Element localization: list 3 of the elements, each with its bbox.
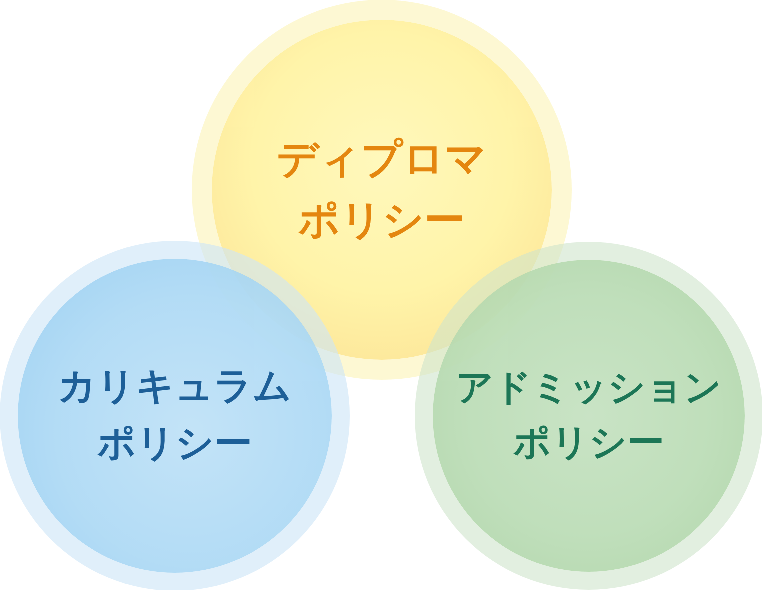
node-label: アドミッションポリシー xyxy=(455,366,723,466)
node-label: ディプロマポリシー xyxy=(276,134,488,245)
node-label: カリキュラムポリシー xyxy=(56,365,293,467)
